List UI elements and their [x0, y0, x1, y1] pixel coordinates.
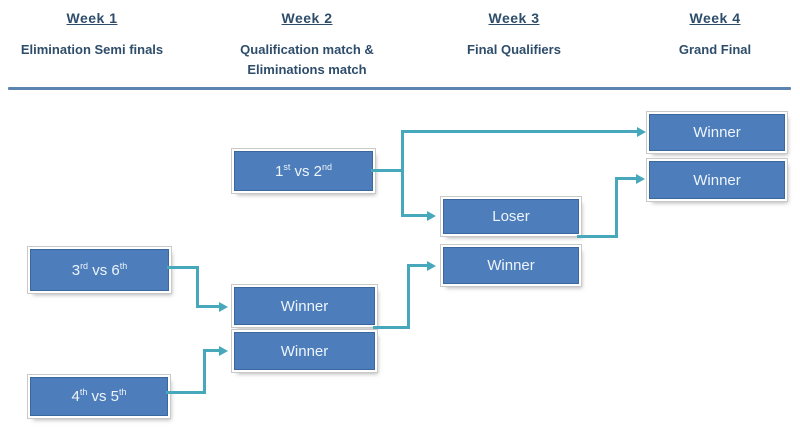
- week1-subtitle: Elimination Semi finals: [20, 42, 164, 57]
- week2-winner-lower-box: Winner: [234, 332, 375, 370]
- week4-winner-top-box: Winner: [649, 114, 785, 151]
- week2-winner-lower-label: Winner: [280, 342, 329, 360]
- header-week3: Week 3 Final Qualifiers: [429, 10, 599, 60]
- week4-title: Week 4: [689, 10, 741, 26]
- connector-4v5-vertical: [203, 349, 206, 394]
- arrowhead-to-week2-upper-winner-icon: [219, 302, 228, 312]
- week2-subtitle: Qualification match & Eliminations match: [240, 42, 374, 78]
- week3-subtitle: Final Qualifiers: [467, 42, 561, 57]
- connector-1v2-to-loser: [401, 214, 428, 217]
- week1-title: Week 1: [66, 10, 118, 26]
- header-divider-line: [8, 87, 791, 90]
- connector-loser-to-week4: [615, 177, 637, 180]
- match-box-3rd-vs-6th: 3rd vs 6th: [30, 249, 169, 291]
- arrowhead-to-week2-lower-winner-icon: [219, 346, 228, 356]
- week4-winner-bottom-label: Winner: [693, 171, 741, 189]
- arrowhead-to-week4-top-winner-icon: [637, 127, 646, 137]
- arrowhead-to-week3-winner-icon: [427, 261, 436, 271]
- connector-week2winners-exit: [373, 326, 410, 329]
- connector-loser-vertical: [615, 177, 618, 238]
- match-label-3rd-vs-6th: 3rd vs 6th: [71, 260, 128, 279]
- header-week4: Week 4 Grand Final: [630, 10, 800, 60]
- week2-winner-upper-label: Winner: [280, 297, 329, 315]
- connector-1v2-vertical: [401, 130, 404, 217]
- week4-subtitle: Grand Final: [678, 42, 752, 57]
- header-week1: Week 1 Elimination Semi finals: [7, 10, 177, 60]
- connector-week2winners-vertical: [407, 264, 410, 329]
- week4-winner-top-label: Winner: [693, 124, 741, 141]
- week3-winner-label: Winner: [487, 257, 535, 274]
- connector-4v5-entry: [203, 349, 220, 352]
- week2-title: Week 2: [281, 10, 333, 26]
- connector-3v6-entry: [196, 305, 220, 308]
- connector-3v6-exit: [167, 266, 199, 269]
- week3-winner-box: Winner: [443, 247, 579, 284]
- connector-loser-exit: [577, 235, 618, 238]
- match-box-1st-vs-2nd: 1st vs 2nd: [234, 151, 373, 191]
- match-label-4th-vs-5th: 4th vs 5th: [71, 387, 127, 406]
- connector-3v6-vertical: [196, 266, 199, 308]
- connector-1v2-exit: [371, 169, 404, 172]
- week2-winner-upper-box: Winner: [234, 287, 375, 325]
- header-week2: Week 2 Qualification match & Elimination…: [222, 10, 392, 80]
- arrowhead-to-week4-bottom-winner-icon: [636, 174, 645, 184]
- match-box-4th-vs-5th: 4th vs 5th: [30, 377, 168, 416]
- connector-week2winners-entry: [407, 264, 428, 267]
- week3-loser-label: Loser: [492, 208, 530, 225]
- connector-1v2-to-grandfinal: [401, 130, 638, 133]
- week3-loser-box: Loser: [443, 199, 579, 234]
- match-label-1st-vs-2nd: 1st vs 2nd: [274, 161, 333, 180]
- connector-4v5-exit: [166, 391, 206, 394]
- arrowhead-to-week3-loser-icon: [427, 211, 436, 221]
- week3-title: Week 3: [488, 10, 540, 26]
- week4-winner-bottom-box: Winner: [649, 161, 785, 199]
